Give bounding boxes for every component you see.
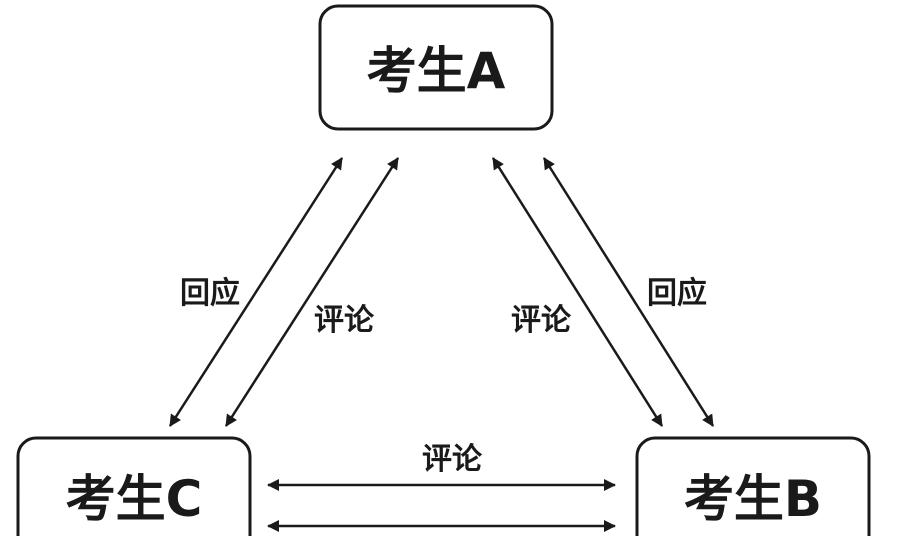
edge-label-ca-comment: 评论 — [314, 303, 375, 338]
edge-label-ca-response: 回应 — [180, 276, 240, 311]
node-student-a-label: 考生A — [367, 42, 506, 100]
arrow-a-b-comment — [491, 157, 664, 427]
edge-label-ab-response: 回应 — [647, 276, 707, 311]
node-student-c: 考生C — [16, 436, 252, 536]
edge-label-cb-comment: 评论 — [422, 442, 483, 477]
node-student-c-label: 考生C — [66, 470, 203, 528]
arrow-c-a-comment — [224, 157, 400, 427]
node-student-c-box — [16, 436, 252, 536]
node-student-a: 考生A — [318, 4, 554, 131]
arrow-a-b-response — [542, 157, 715, 427]
node-student-b-label: 考生B — [684, 470, 822, 528]
node-student-b: 考生B — [635, 436, 871, 536]
edge-label-ab-comment: 评论 — [511, 303, 572, 338]
node-student-a-box — [318, 4, 554, 131]
node-student-b-box — [635, 436, 871, 536]
